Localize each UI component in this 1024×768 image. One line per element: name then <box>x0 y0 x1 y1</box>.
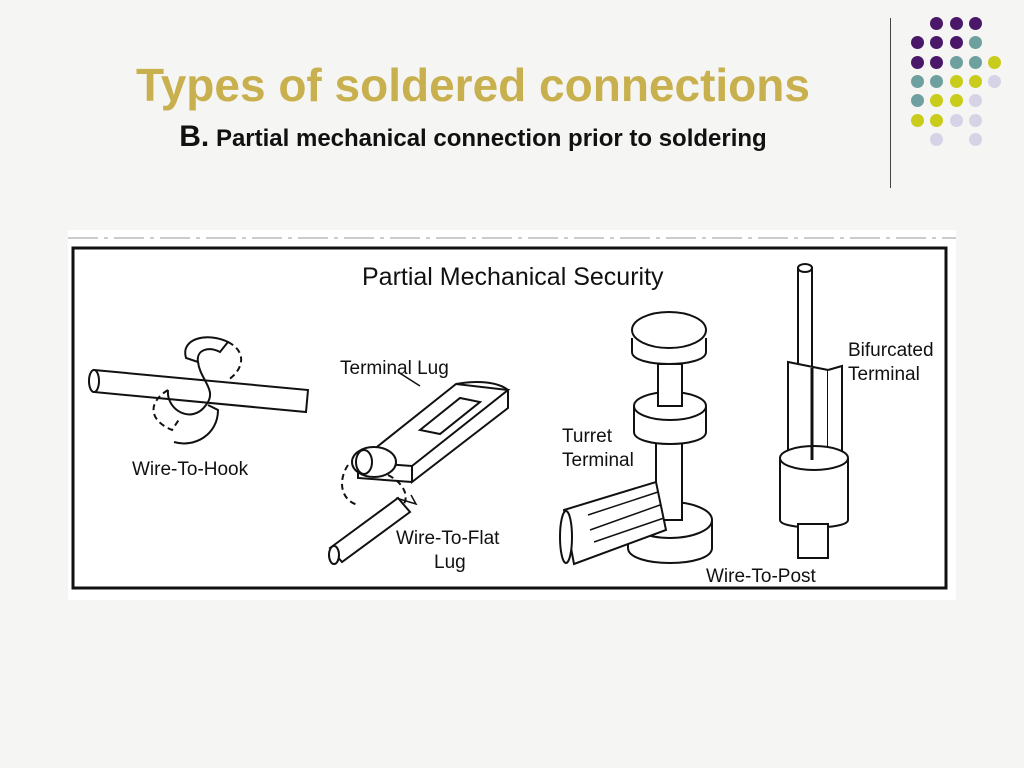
slide-title: Types of soldered connections <box>136 59 810 111</box>
bifurcated-terminal-illustration <box>779 263 849 559</box>
diagram-frame <box>71 246 948 590</box>
decorative-dot <box>968 55 982 69</box>
decorative-dot <box>968 17 982 30</box>
decorative-dot <box>988 74 1002 88</box>
label-wire-to-flat-lug-line1: Wire-To-Flat <box>396 528 500 549</box>
subtitle-text: Partial mechanical connection prior to s… <box>215 125 767 152</box>
label-bifurcated-terminal-line2: Terminal <box>848 364 920 385</box>
decorative-dot <box>949 36 963 50</box>
decorative-dot <box>911 36 924 50</box>
decorative-dot <box>949 55 963 69</box>
decorative-dot <box>949 74 963 88</box>
diagram-figure: Partial Mechanical Security Wire-To-Hook <box>68 230 956 600</box>
decorative-dot <box>988 55 1002 69</box>
decorative-dot <box>968 94 982 108</box>
label-bifurcated-terminal-line1: Bifurcated <box>848 340 934 361</box>
label-wire-to-hook: Wire-To-Hook <box>132 459 249 480</box>
label-wire-to-flat-lug-line2: Lug <box>434 552 466 573</box>
slide-subtitle: B. Partial mechanical connection prior t… <box>0 120 946 154</box>
label-turret-terminal-line1: Turret <box>562 426 613 447</box>
decorative-dot <box>930 36 944 50</box>
diagram-heading: Partial Mechanical Security <box>362 263 664 291</box>
turret-terminal-illustration <box>559 311 713 566</box>
label-wire-to-post: Wire-To-Post <box>706 566 817 587</box>
subtitle-letter: B. <box>179 120 210 153</box>
decorative-dot <box>968 36 982 50</box>
decorative-dot <box>949 113 963 127</box>
decorative-dot <box>968 132 982 146</box>
terminal-lug-illustration <box>328 371 511 565</box>
decorative-dot <box>949 17 963 30</box>
label-turret-terminal-line2: Terminal <box>562 450 634 471</box>
decorative-dot <box>930 17 944 30</box>
decorative-dot <box>968 74 982 88</box>
wire-to-hook-illustration <box>88 336 310 445</box>
label-terminal-lug: Terminal Lug <box>340 358 449 379</box>
decorative-dot <box>968 113 982 127</box>
header-divider <box>890 18 891 188</box>
decorative-dot <box>949 94 963 108</box>
diagram-svg: Partial Mechanical Security Wire-To-Hook <box>68 237 956 590</box>
